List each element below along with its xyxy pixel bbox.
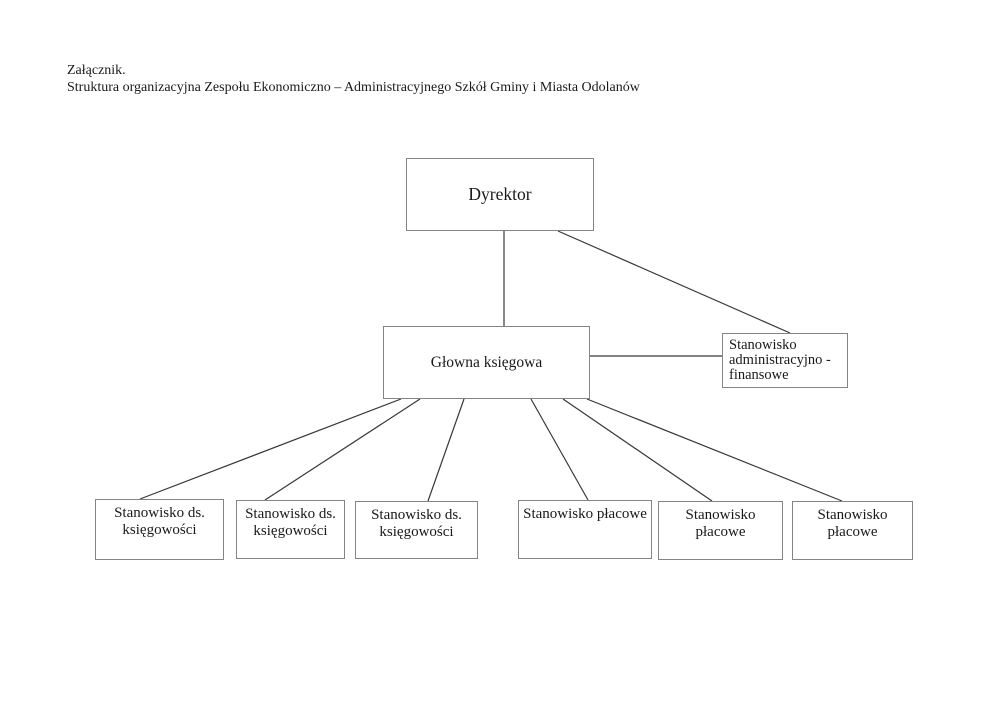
connector-chief-payroll-3 (586, 398, 843, 502)
document-heading: Załącznik. Struktura organizacyjna Zespo… (67, 62, 640, 96)
org-box-payroll-3: Stanowisko płacowe (792, 501, 913, 560)
connector-chief-payroll-2 (562, 398, 713, 502)
org-box-accounting-1: Stanowisko ds. księgowości (95, 499, 224, 560)
connector-director-admin (557, 230, 791, 334)
connector-chief-acct-2 (264, 398, 421, 501)
connector-chief-acct-1 (139, 398, 402, 500)
org-box-admin-financial: Stanowisko administracyjno - finansowe (722, 333, 848, 388)
org-box-accounting-2: Stanowisko ds. księgowości (236, 500, 345, 559)
org-box-payroll-2: Stanowisko płacowe (658, 501, 783, 560)
connector-chief-payroll-1 (530, 398, 589, 501)
org-box-accounting-3: Stanowisko ds. księgowości (355, 501, 478, 559)
connector-chief-acct-3 (427, 398, 465, 502)
org-box-chief-accountant: Głowna księgowa (383, 326, 590, 399)
org-box-payroll-1: Stanowisko płacowe (518, 500, 652, 559)
document-title: Struktura organizacyjna Zespołu Ekonomic… (67, 80, 640, 95)
org-box-director: Dyrektor (406, 158, 594, 231)
attachment-label: Załącznik. (67, 63, 126, 78)
